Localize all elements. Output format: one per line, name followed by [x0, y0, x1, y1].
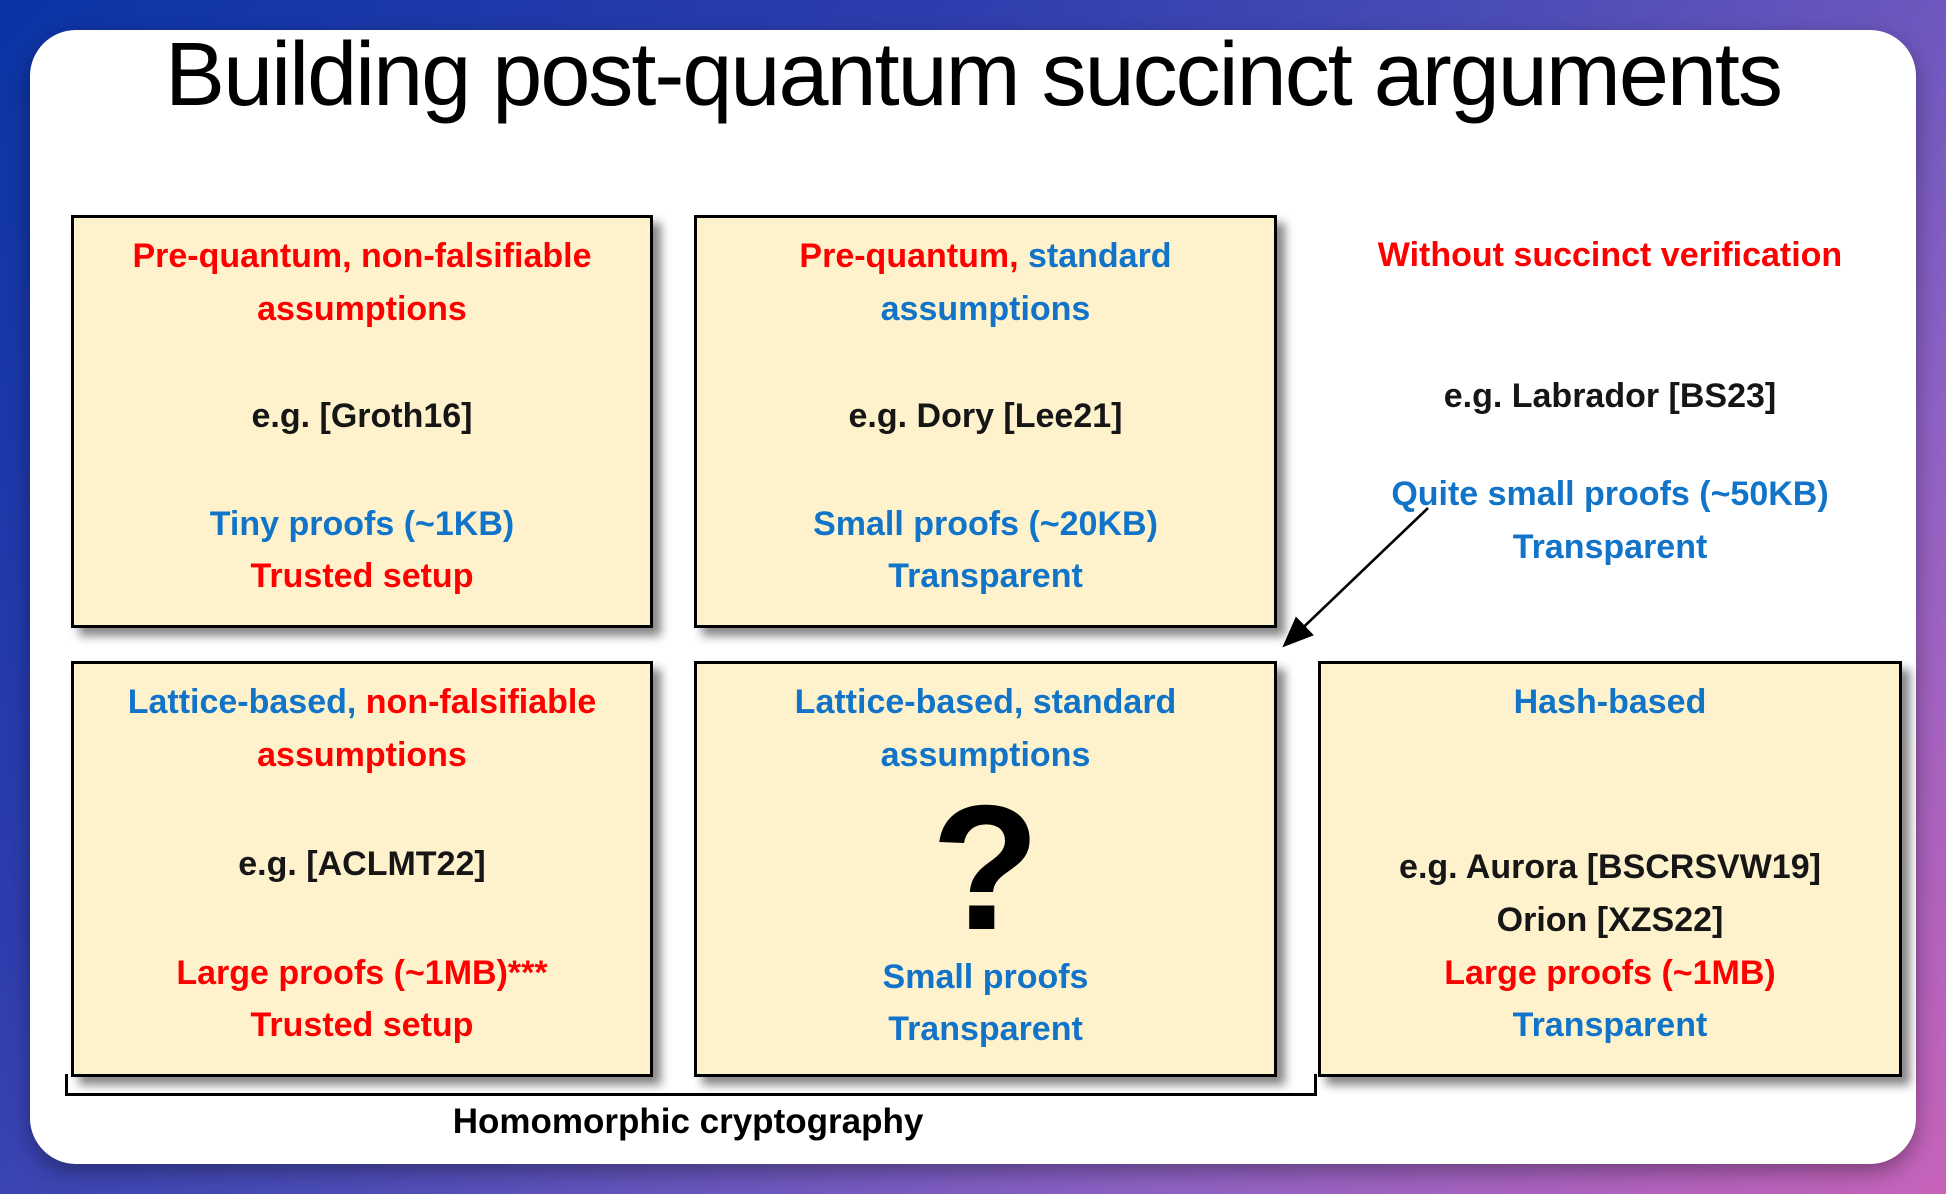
box-heading: Pre-quantum, non-falsifiable assumptions [132, 230, 591, 335]
text-line: Tiny proofs (~1KB) [209, 504, 515, 543]
text-line: assumptions [880, 289, 1091, 328]
text-line: Transparent [888, 557, 1083, 596]
box-lattice-non-falsifiable: Lattice-based, non-falsifiable assumption… [71, 661, 653, 1077]
text-line: assumptions [880, 735, 1091, 774]
text-line: e.g. [ACLMT22] [238, 844, 486, 883]
note-without-succinct-verification: Without succinct verification e.g. Labra… [1318, 215, 1902, 628]
text-line: Trusted setup [250, 557, 474, 596]
text-line: Pre-quantum, non-falsifiable [132, 237, 592, 275]
slide-title: Building post-quantum succinct arguments [165, 25, 1783, 125]
text-line: Small proofs [882, 957, 1089, 996]
box-hash-based: Hash-based e.g. Aurora [BSCRSVW19] Orion … [1318, 661, 1902, 1077]
text-line: Large proofs (~1MB) [1444, 953, 1776, 992]
note-heading: Without succinct verification [1378, 229, 1842, 282]
question-mark: ? [931, 767, 1040, 967]
box-example: e.g. Dory [Lee21] [849, 390, 1123, 443]
text-line: Pre-quantum, standard [799, 237, 1172, 275]
box-heading: Lattice-based, non-falsifiable assumption… [128, 676, 597, 781]
text-line: Without succinct verification [1377, 236, 1843, 274]
box-example: e.g. [Groth16] [251, 390, 472, 443]
text-line: Hash-based [1513, 683, 1707, 721]
box-pre-quantum-standard: Pre-quantum, standard assumptions e.g. Do… [694, 215, 1277, 628]
box-properties: Small proofs (~20KB) Transparent [813, 498, 1158, 603]
text-line: Lattice-based, standard [794, 683, 1177, 721]
box-heading: Pre-quantum, standard assumptions [799, 230, 1171, 335]
text-line: Small proofs (~20KB) [813, 504, 1158, 543]
arrow-to-lattice-standard-box [1282, 507, 1429, 648]
box-heading: Lattice-based, standard assumptions [795, 676, 1177, 781]
text-line: Transparent [888, 1010, 1083, 1049]
note-example: e.g. Labrador [BS23] [1444, 370, 1777, 423]
text-line: Transparent [1512, 528, 1708, 567]
box-example: e.g. [ACLMT22] [238, 838, 485, 891]
text-line: e.g. Labrador [BS23] [1443, 376, 1777, 415]
note-properties: Quite small proofs (~50KB) Transparent [1391, 468, 1828, 573]
text-line: Large proofs (~1MB)*** [176, 953, 548, 992]
homomorphic-bracket [65, 1074, 1317, 1096]
box-heading: Hash-based [1514, 676, 1707, 729]
box-properties: e.g. Aurora [BSCRSVW19] Orion [XZS22] Larg… [1399, 841, 1821, 1052]
text-line: Quite small proofs (~50KB) [1391, 475, 1829, 514]
box-properties: Tiny proofs (~1KB) Trusted setup [210, 498, 514, 603]
text-line: Lattice-based, non-falsifiable [127, 683, 597, 721]
text-line: e.g. Aurora [BSCRSVW19] [1399, 848, 1821, 887]
text-line: assumptions [257, 289, 467, 328]
text-line: Trusted setup [250, 1006, 474, 1045]
box-lattice-standard: Lattice-based, standard assumptions ? Sma… [694, 661, 1277, 1077]
box-properties: Large proofs (~1MB)*** Trusted setup [176, 947, 547, 1052]
text-line: assumptions [257, 735, 467, 774]
text-line: e.g. Dory [Lee21] [848, 397, 1123, 436]
homomorphic-bracket-label: Homomorphic cryptography [452, 1102, 924, 1141]
text-line: Orion [XZS22] [1496, 900, 1724, 939]
text-line: e.g. [Groth16] [251, 397, 473, 436]
text-line: Transparent [1512, 1006, 1708, 1045]
